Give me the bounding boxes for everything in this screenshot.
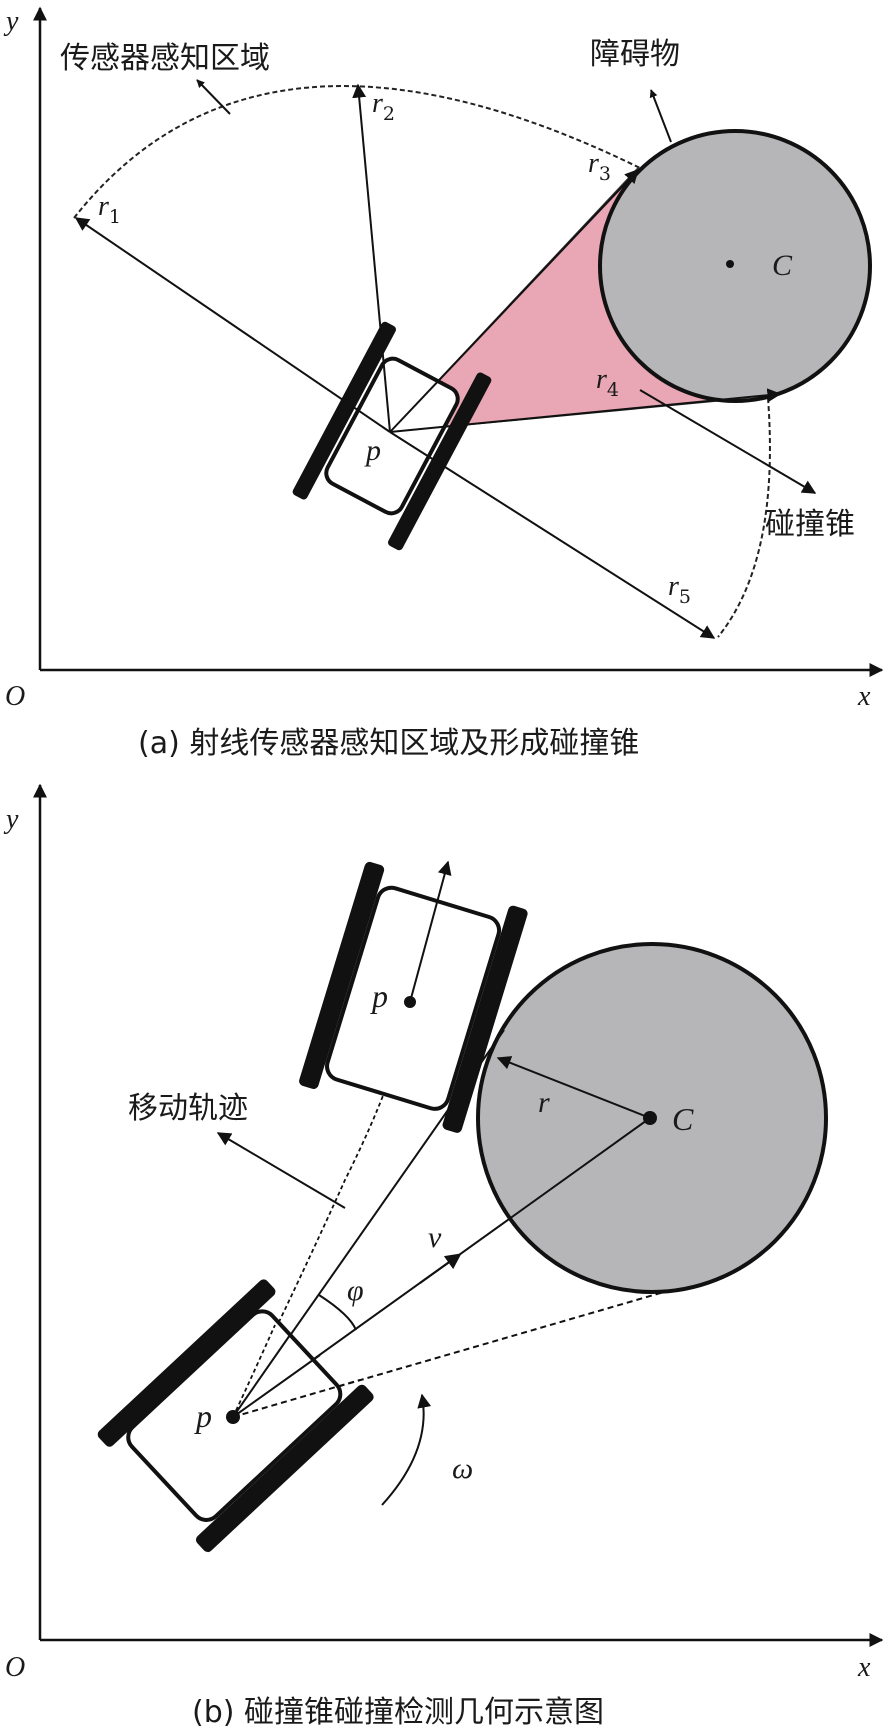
panel-a-caption: (a) 射线传感器感知区域及形成碰撞锥 bbox=[138, 726, 639, 761]
ray-r5-label: r5 bbox=[668, 571, 691, 608]
robot-future-label: p bbox=[370, 978, 388, 1014]
radius-label: r bbox=[538, 1086, 550, 1119]
panel-b-y-label: y bbox=[3, 804, 19, 835]
ray-r2 bbox=[352, 83, 391, 433]
collision-cone-pointer bbox=[639, 389, 817, 494]
sensor-region-arc bbox=[73, 85, 641, 219]
sensor-region-arc-lower bbox=[717, 397, 771, 638]
trajectory-label: 移动轨迹 bbox=[128, 1091, 248, 1126]
obstacle-pointer bbox=[649, 89, 672, 143]
panel-a-x-label: x bbox=[857, 681, 871, 712]
panel-b-x-label: x bbox=[857, 1652, 871, 1683]
velocity-label: v bbox=[428, 1221, 442, 1254]
phi-label: φ bbox=[347, 1274, 364, 1307]
robot-current-label: p bbox=[194, 1398, 212, 1434]
phi-arc bbox=[318, 1294, 357, 1331]
velocity-front bbox=[232, 1354, 321, 1418]
ray-r2-label: r2 bbox=[372, 88, 395, 125]
ray-r1-label: r1 bbox=[98, 191, 121, 228]
ray-r3 bbox=[389, 168, 639, 433]
trajectory-pointer bbox=[216, 1132, 346, 1209]
trajectory-front bbox=[232, 1324, 276, 1418]
obstacle-center-label: C bbox=[772, 249, 793, 282]
robot-future-dot bbox=[404, 996, 416, 1008]
panel-b-caption: (b) 碰撞锥碰撞检测几何示意图 bbox=[192, 1695, 604, 1730]
ray-r3-label: r3 bbox=[588, 148, 611, 185]
obstacle-b-center-label: C bbox=[672, 1101, 694, 1137]
tangent-lower-front bbox=[232, 1379, 361, 1418]
obstacle-center-dot bbox=[726, 260, 734, 268]
ray-r5 bbox=[389, 431, 716, 639]
obstacle-circle bbox=[598, 129, 872, 403]
collision-cone-label: 碰撞锥 bbox=[765, 507, 855, 542]
sensor-region-pointer bbox=[196, 79, 231, 115]
robot-a bbox=[292, 321, 492, 551]
omega-label: ω bbox=[452, 1452, 473, 1485]
panel-a: y x O C r1 r2 r3 r4 r5 p 传感器感知区 bbox=[3, 6, 884, 761]
omega-arrow bbox=[381, 1393, 432, 1506]
panel-b: y x O C r v φ 移动轨迹 p bbox=[3, 783, 884, 1730]
ray-r4-label: r4 bbox=[596, 364, 619, 401]
sensor-region-label: 传感器感知区域 bbox=[60, 41, 270, 76]
tangent-upper-front bbox=[232, 1334, 291, 1418]
panel-a-y-label: y bbox=[3, 6, 19, 37]
robot-a-label: p bbox=[364, 434, 381, 467]
ray-r1 bbox=[74, 217, 391, 433]
velocity-arrow bbox=[419, 1253, 462, 1284]
radius-line bbox=[496, 1056, 651, 1119]
trajectory-path bbox=[232, 1001, 411, 1418]
panel-a-origin-label: O bbox=[5, 681, 25, 712]
future-heading-arrow bbox=[409, 860, 452, 1003]
robot-current-dot bbox=[226, 1410, 240, 1424]
ray-r4 bbox=[389, 388, 782, 433]
obstacle-label: 障碍物 bbox=[590, 37, 680, 72]
panel-b-origin-label: O bbox=[5, 1652, 25, 1683]
